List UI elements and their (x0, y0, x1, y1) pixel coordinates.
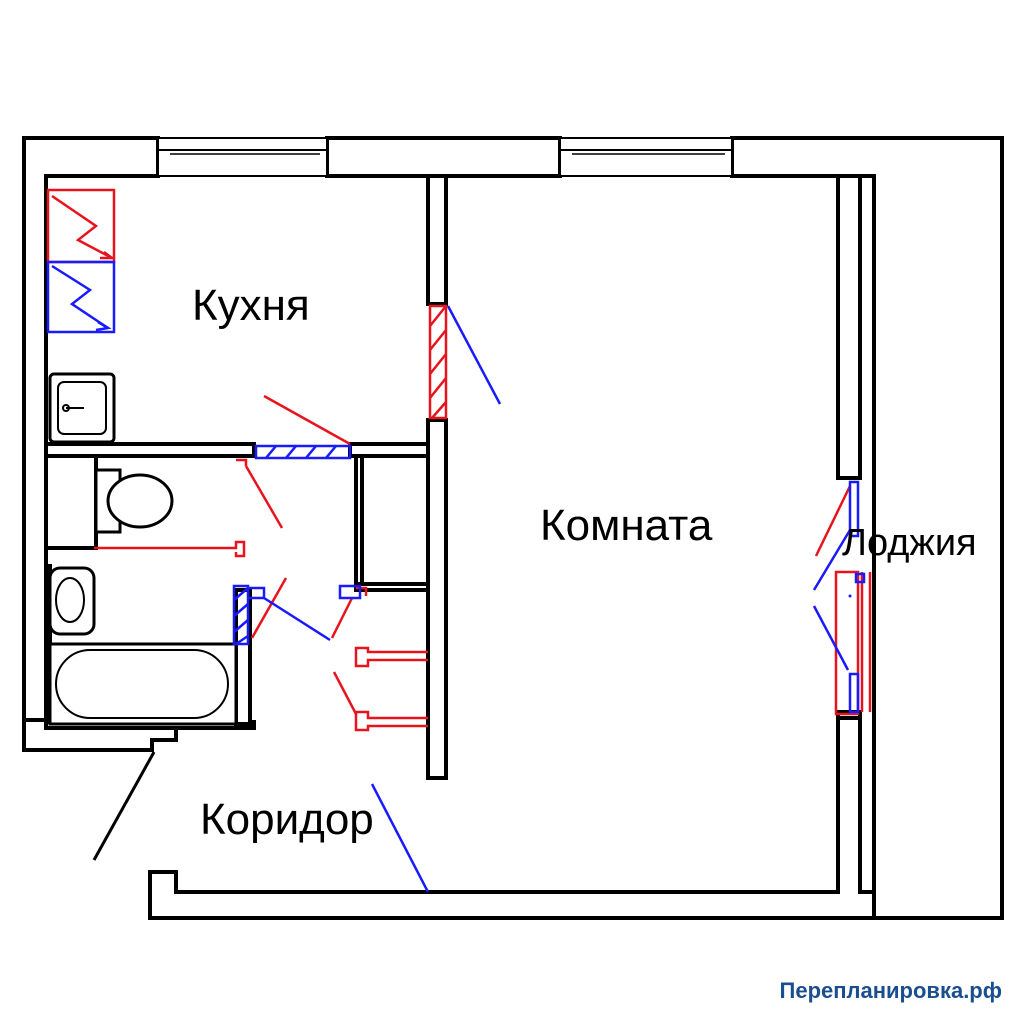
demolition-marks (46, 188, 872, 732)
room-window (559, 137, 733, 177)
exterior-walls (22, 136, 1004, 920)
toilet (94, 468, 174, 534)
construction-marks (46, 260, 866, 893)
bathtub (48, 642, 238, 726)
site-watermark: Перепланировка.рф (779, 978, 1002, 1003)
kitchen-label: Кухня (192, 281, 310, 330)
kitchen-window (157, 137, 328, 177)
entrance-door (92, 751, 156, 861)
kitchen-sink (48, 372, 116, 444)
room-label: Комната (540, 501, 713, 550)
corridor-label: Коридор (200, 795, 374, 844)
fixtures (48, 372, 238, 726)
loggia-label: Лоджия (842, 522, 977, 564)
washbasin (48, 566, 96, 636)
